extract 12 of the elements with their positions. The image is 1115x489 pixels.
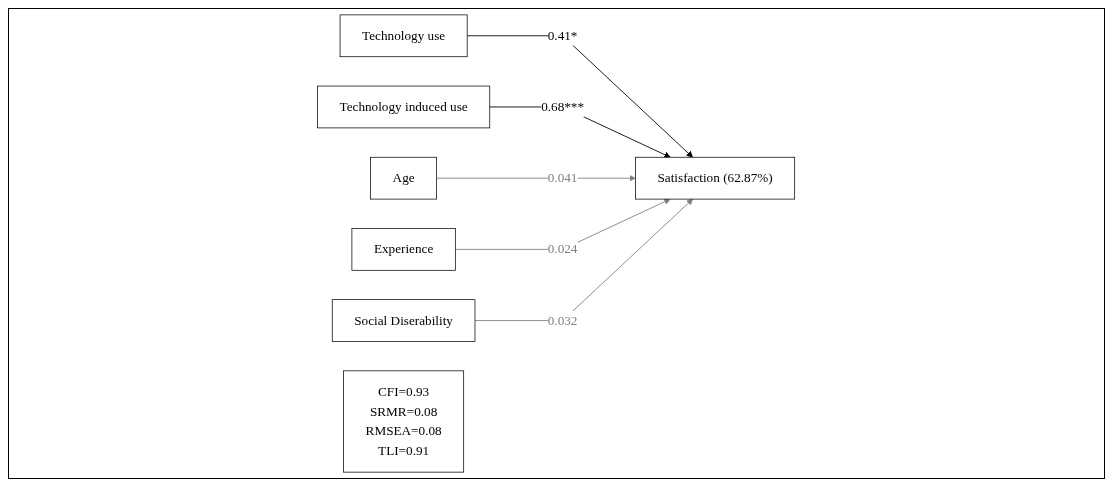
node-box: Age — [370, 156, 438, 200]
node-box: CFI=0.93 SRMR=0.08 RMSEA=0.08 TLI=0.91 — [343, 370, 465, 473]
node-box: Technology use — [340, 14, 468, 58]
node-box: Social Diserability — [332, 299, 476, 342]
edge-label: 0.024 — [548, 241, 578, 257]
edge-label: 0.41* — [548, 28, 578, 43]
node-box: Experience — [351, 228, 457, 271]
edge-label: 0.68*** — [541, 99, 585, 114]
edge-label: 0.041 — [548, 170, 578, 186]
node-box: Technology induced use — [317, 85, 491, 129]
node-box: Satisfaction (62.87%) — [635, 156, 796, 200]
edge-label: 0.032 — [548, 312, 578, 328]
